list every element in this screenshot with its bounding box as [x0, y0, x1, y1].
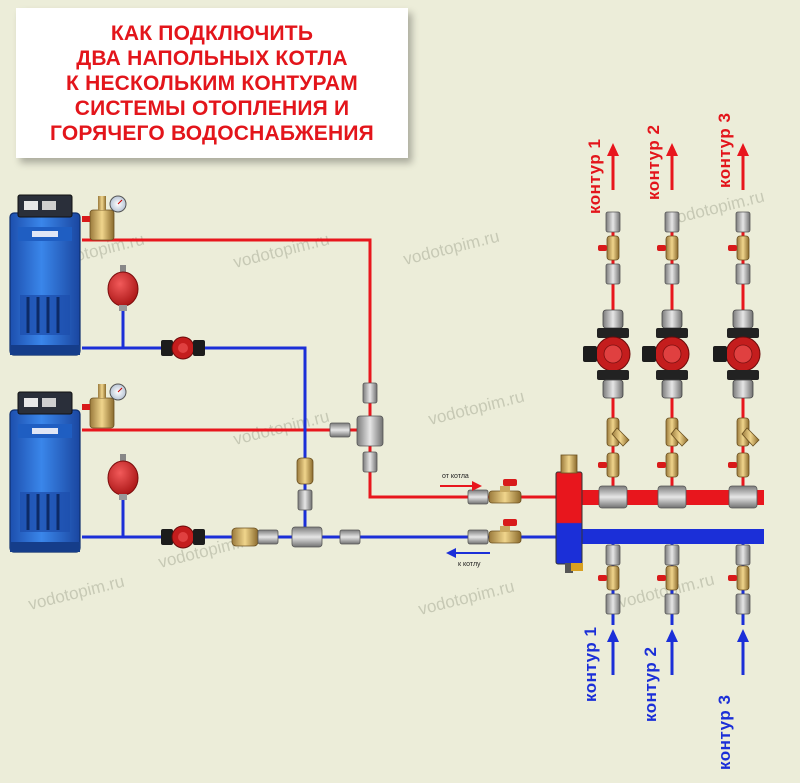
circulation-pump-icon	[582, 309, 631, 399]
title-line-5: ГОРЯЧЕГО ВОДОСНАБЖЕНИЯ	[50, 121, 374, 145]
boiler-icon	[8, 390, 82, 554]
boiler-icon	[8, 193, 82, 357]
hydraulic-separator-icon	[555, 454, 583, 573]
fitting-icon	[362, 382, 378, 404]
circulation-pump-icon	[641, 309, 690, 399]
fitting-icon	[339, 529, 361, 545]
return-circuit-label-2: контур 2	[641, 647, 660, 722]
safety-group-icon	[81, 383, 127, 429]
supply-circuit-label-1: контур 1	[585, 139, 604, 214]
from-boiler-label: от котла	[442, 473, 469, 480]
title-line-3: К НЕСКОЛЬКИМ КОНТУРАМ	[66, 71, 358, 95]
tee-fitting-icon	[735, 544, 751, 566]
supply-circuit-label-3: контур 3	[715, 113, 734, 188]
tee-fitting-icon	[664, 544, 680, 566]
fitting-icon	[362, 451, 378, 473]
ball-valve-icon	[727, 452, 750, 478]
strainer-icon	[665, 417, 689, 447]
return-circuit-label-3: контур 3	[715, 695, 734, 770]
ball-valve-icon	[488, 478, 522, 504]
boiler1-supply-pipe	[82, 238, 560, 499]
fitting-icon	[664, 263, 680, 285]
watermark-5: vodotopim.ru	[666, 187, 766, 229]
title-box: КАК ПОДКЛЮЧИТЬ ДВА НАПОЛЬНЫХ КОТЛА К НЕС…	[16, 8, 408, 158]
flow-arrow-icon	[666, 143, 678, 156]
return-pipes	[82, 346, 560, 539]
fitting-icon	[735, 593, 751, 615]
fitting-icon	[257, 529, 279, 545]
fitting-icon	[664, 211, 680, 233]
tee-fitting-icon	[657, 485, 687, 509]
expansion-tank-icon	[107, 453, 139, 501]
flow-arrow-icon	[607, 143, 619, 156]
check-valve-icon	[296, 457, 314, 485]
fitting-icon	[329, 422, 351, 438]
fitting-icon	[664, 593, 680, 615]
title-line-2: ДВА НАПОЛЬНЫХ КОТЛА	[76, 46, 348, 70]
tee-fitting-icon	[356, 415, 384, 447]
flow-arrow-icon	[607, 629, 619, 642]
to-boiler-label: к котлу	[458, 561, 481, 568]
flow-arrow-icon	[666, 629, 678, 642]
fitting-icon	[605, 263, 621, 285]
ball-valve-icon	[488, 518, 522, 544]
fitting-icon	[467, 529, 489, 545]
circulation-pump-icon	[160, 336, 206, 360]
flow-arrow-icon	[440, 481, 482, 491]
ball-valve-icon	[597, 565, 620, 591]
circulation-pump-icon	[160, 525, 206, 549]
tee-fitting-icon	[598, 485, 628, 509]
fitting-icon	[735, 211, 751, 233]
supply-circuit-label-2: контур 2	[644, 125, 663, 200]
flow-arrow-icon	[446, 548, 490, 558]
supply-circuit-labels: контур 1 контур 2 контур 3	[585, 113, 734, 214]
ball-valve-icon	[656, 452, 679, 478]
return-manifold	[580, 529, 764, 544]
ball-valve-icon	[597, 452, 620, 478]
tee-fitting-icon	[605, 544, 621, 566]
flow-arrow-icon	[737, 143, 749, 156]
fitting-icon	[297, 489, 313, 511]
watermark-2: vodotopim.ru	[231, 230, 331, 272]
title-line-4: СИСТЕМЫ ОТОПЛЕНИЯ И	[74, 96, 350, 120]
title-line-1: КАК ПОДКЛЮЧИТЬ	[110, 21, 314, 45]
ball-valve-icon	[597, 235, 620, 261]
supply-pipes	[82, 238, 560, 499]
strainer-icon	[736, 417, 760, 447]
ball-valve-icon	[727, 565, 750, 591]
ball-valve-icon	[656, 235, 679, 261]
circulation-pump-icon	[712, 309, 761, 399]
fitting-icon	[605, 211, 621, 233]
fitting-icon	[467, 489, 489, 505]
circuit-columns	[582, 143, 761, 675]
flow-arrow-icon	[737, 629, 749, 642]
watermark-9: vodotopim.ru	[416, 577, 516, 619]
fitting-icon	[605, 593, 621, 615]
return-circuit-labels: контур 1 контур 2 контур 3	[581, 627, 734, 770]
tee-fitting-icon	[728, 485, 758, 509]
watermark-4: vodotopim.ru	[426, 387, 526, 429]
strainer-icon	[606, 417, 630, 447]
watermarks: vodotopim.ru vodotopim.ru vodotopim.ru v…	[26, 187, 766, 619]
tee-fitting-icon	[291, 526, 323, 548]
watermark-3: vodotopim.ru	[231, 407, 331, 449]
fitting-icon	[735, 263, 751, 285]
check-valve-icon	[231, 527, 259, 547]
expansion-tank-icon	[107, 264, 139, 312]
return-circuit-label-1: контур 1	[581, 627, 600, 702]
ball-valve-icon	[727, 235, 750, 261]
watermark-7: vodotopim.ru	[26, 572, 126, 614]
safety-group-icon	[81, 195, 127, 241]
watermark-1: vodotopim.ru	[401, 227, 501, 269]
boiler1-return-pipe	[82, 346, 307, 537]
